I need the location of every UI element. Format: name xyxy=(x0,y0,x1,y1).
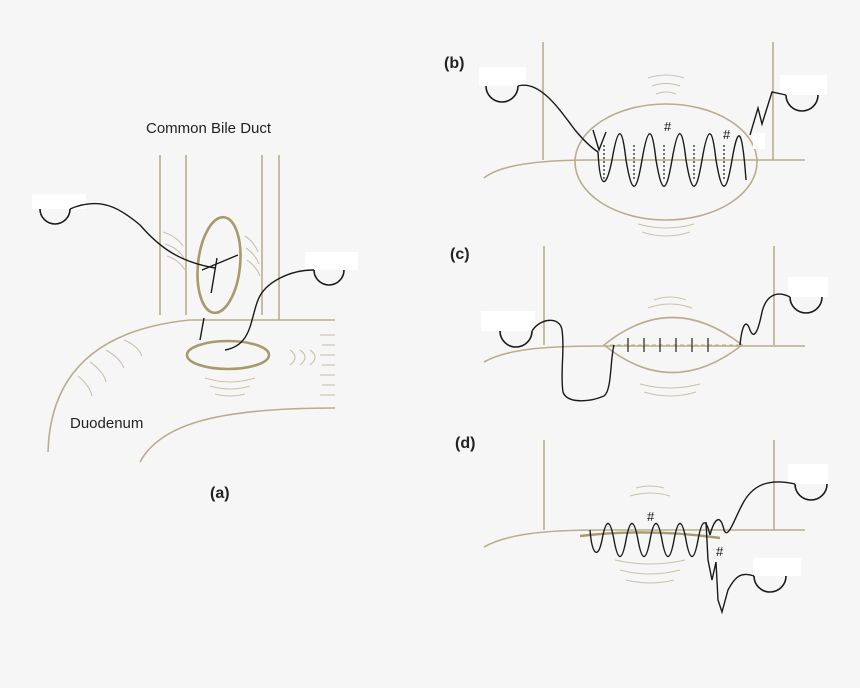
needle-holder-right-d-1 xyxy=(788,464,828,501)
suture-gap-b xyxy=(753,133,765,149)
suture-b-tick xyxy=(592,129,607,153)
duodenum-label: Duodenum xyxy=(70,415,143,432)
suture-a-2 xyxy=(201,254,239,271)
shading-d xyxy=(614,485,686,584)
suture-c-right xyxy=(739,293,791,346)
anastomosis-lens-c xyxy=(602,316,744,374)
duodenum-inner-wall xyxy=(139,407,336,463)
duodenum-wall-b xyxy=(483,159,805,179)
panel-label-d: (d) xyxy=(455,435,475,452)
bile-duct-shading xyxy=(162,231,261,277)
suture-b-lead-in xyxy=(517,84,599,153)
panel-a: Common Bile Duct Duodenum (a) xyxy=(32,120,358,502)
suture-b-running xyxy=(597,133,747,187)
panel-c: (c) xyxy=(450,246,828,402)
suture-b-dotted xyxy=(603,145,725,180)
duodenum-wall-d xyxy=(483,529,805,548)
duodenum-outer-wall xyxy=(47,319,335,453)
duodenal-opening xyxy=(185,339,271,371)
suture-a-4 xyxy=(199,317,205,341)
suture-gap-a xyxy=(205,293,213,303)
anastomosis-line-d xyxy=(579,531,721,540)
suture-c-left xyxy=(531,319,615,402)
hash-marker-b-2: # xyxy=(723,127,731,142)
panel-label-b: (b) xyxy=(444,55,464,72)
hash-marker-d-2: # xyxy=(716,544,724,559)
needle-holder-right-b xyxy=(780,75,827,112)
hash-marker-b-1: # xyxy=(664,119,672,134)
needle-holder-left-c xyxy=(481,311,535,348)
duodenum-shading xyxy=(77,334,335,397)
panel-b: # # (b) xyxy=(444,42,827,237)
suture-d-running xyxy=(589,522,711,558)
anastomosis-ring-b xyxy=(574,103,758,221)
common-bile-duct-label: Common Bile Duct xyxy=(146,120,272,137)
needle-holder-left-a xyxy=(32,194,86,225)
suture-a-5 xyxy=(224,269,315,351)
bile-duct-opening xyxy=(196,215,242,315)
suture-d-lower xyxy=(705,521,755,615)
suture-d-upper xyxy=(709,481,796,536)
shading-b xyxy=(637,74,695,237)
suture-b-lead-out xyxy=(749,91,787,136)
needle-holder-right-d-2 xyxy=(753,558,801,593)
panel-d: # # (d) xyxy=(455,435,828,615)
shading-c xyxy=(639,296,701,397)
panel-label-a: (a) xyxy=(210,485,230,502)
panel-label-c: (c) xyxy=(450,246,470,263)
needle-holder-left-b xyxy=(479,67,526,103)
needle-holder-right-c xyxy=(788,277,828,314)
needle-holder-right-a xyxy=(305,252,358,286)
stitch-ticks-c xyxy=(627,338,709,352)
hash-marker-d-1: # xyxy=(647,509,655,524)
suture-a-1 xyxy=(69,202,216,269)
duodenum-wall-c xyxy=(483,345,805,363)
